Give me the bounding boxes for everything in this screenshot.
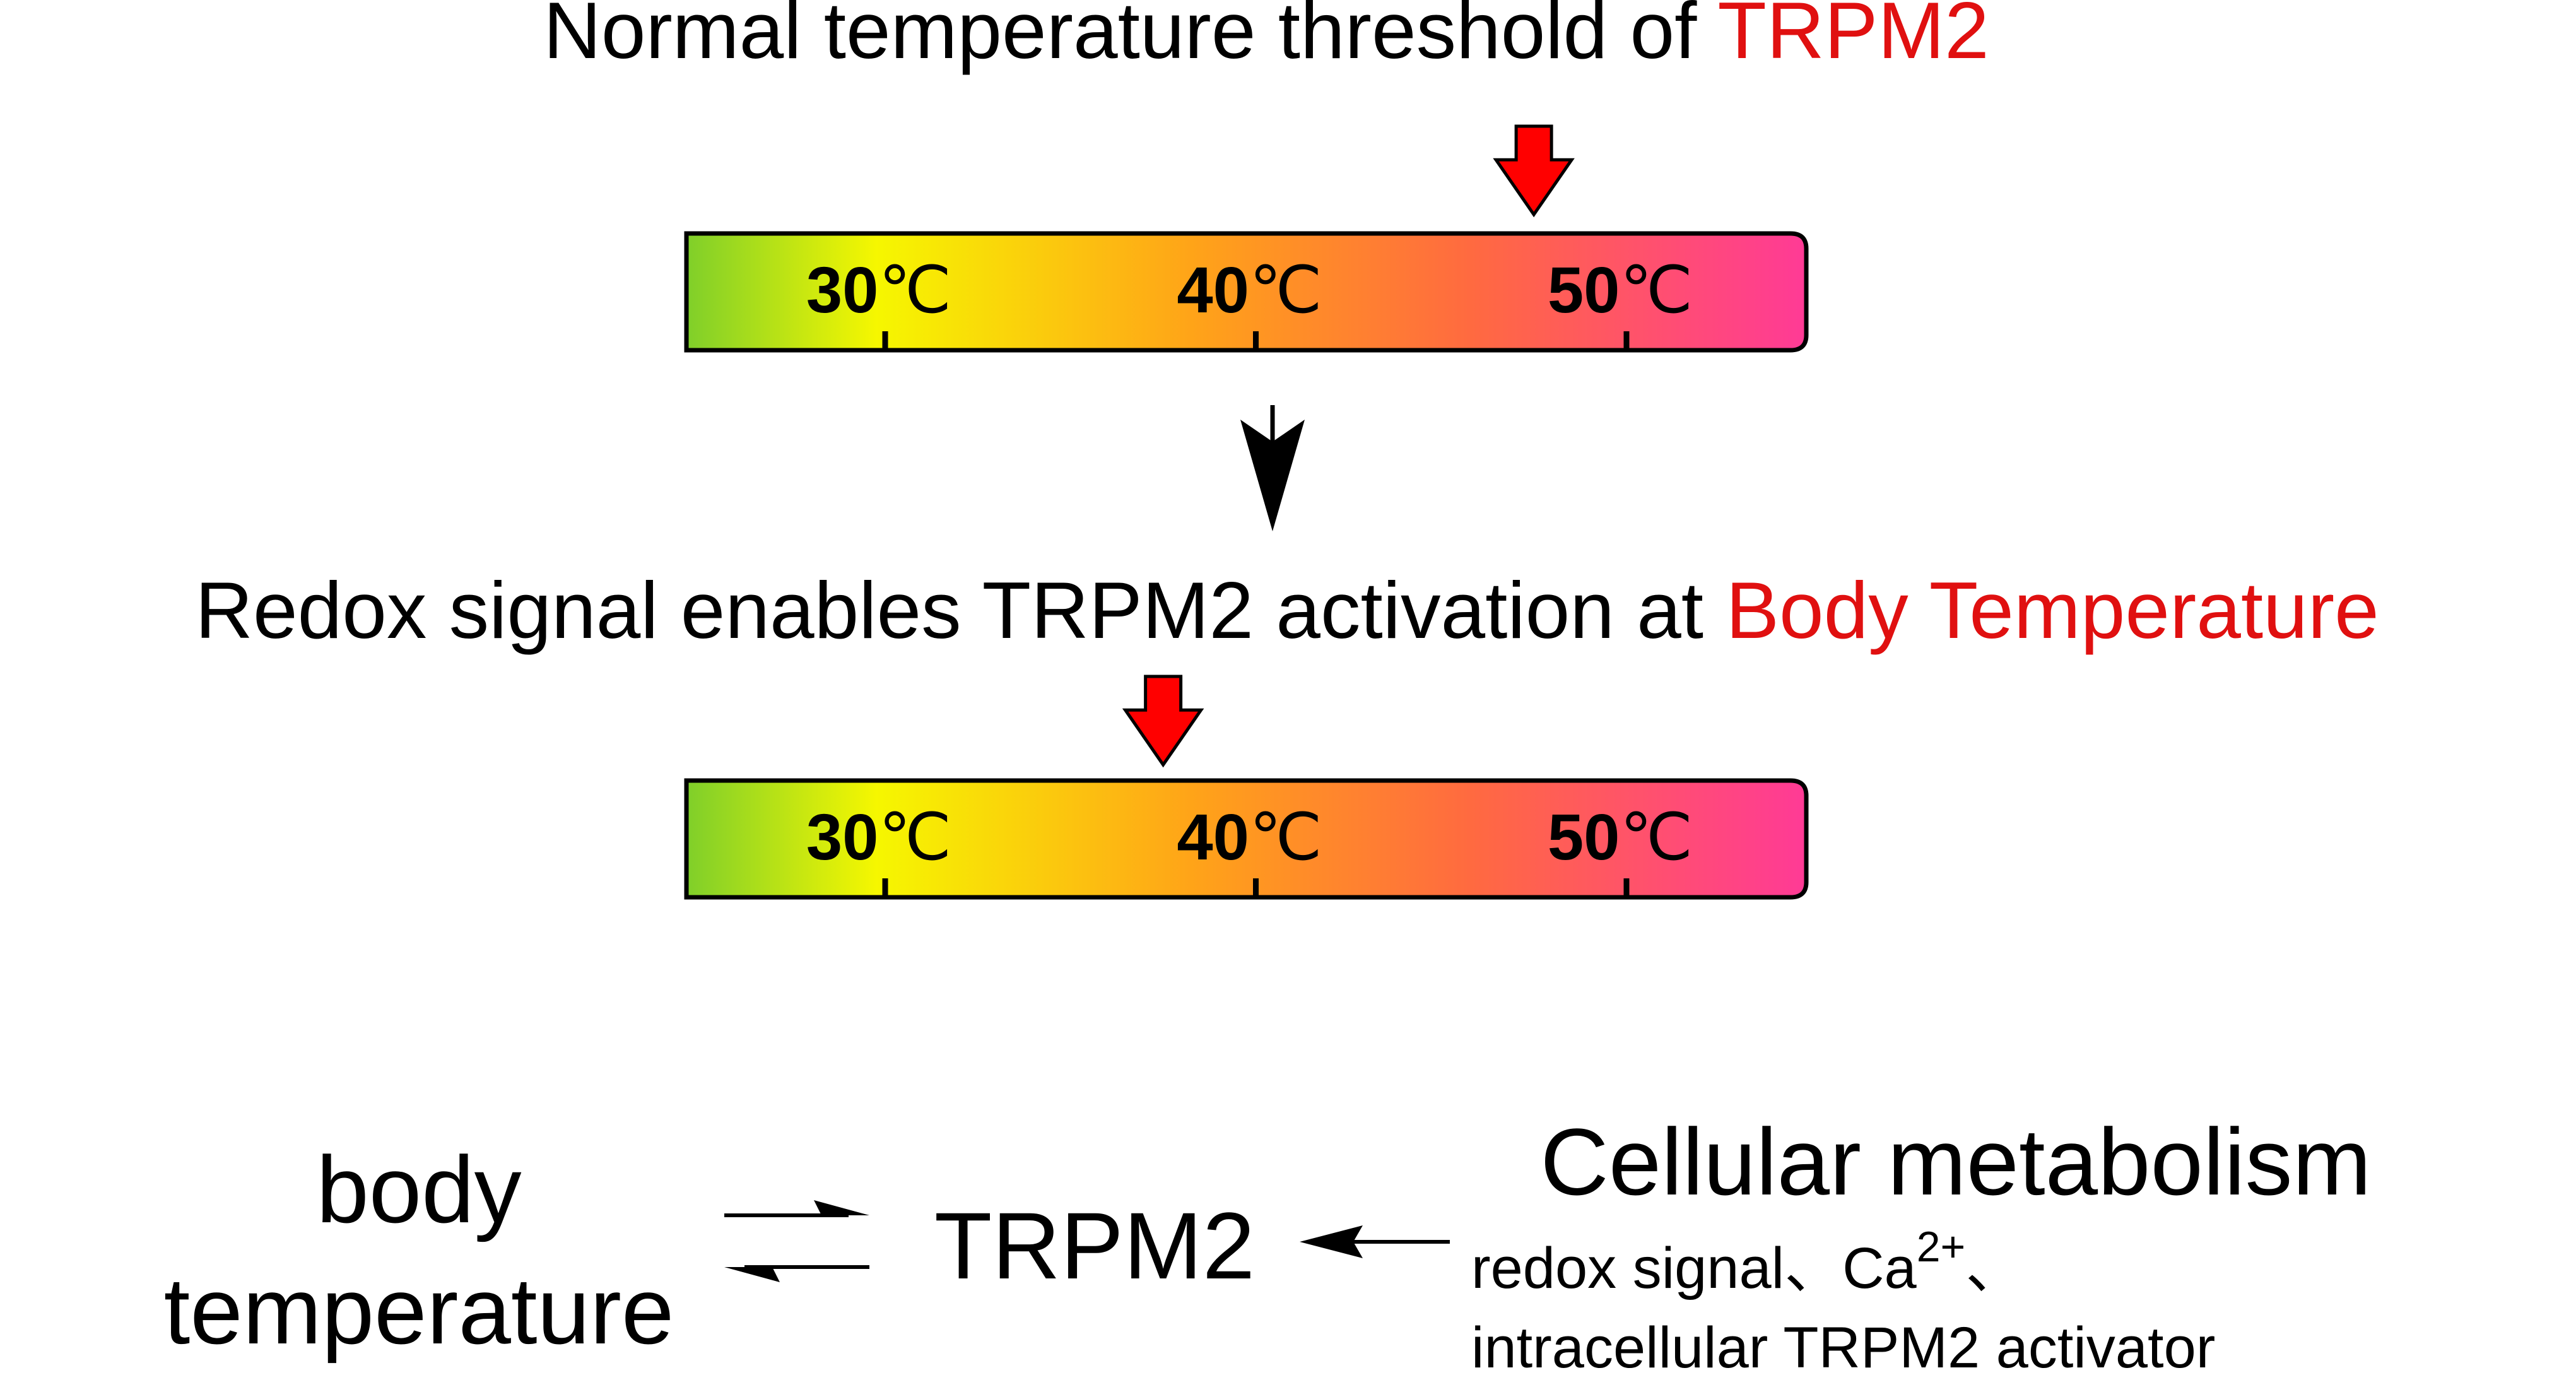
trpm2-label: TRPM2 xyxy=(934,1193,1255,1299)
scale-tick-label: 30℃ xyxy=(806,801,951,873)
body-temperature-title: Redox signal enables TRPM2 activation at… xyxy=(195,565,2379,655)
scale-tick-label: 40℃ xyxy=(1177,254,1322,326)
temperature-scale-top: 30℃ 40℃ 50℃ xyxy=(684,231,1809,353)
scale-tick-label: 50℃ xyxy=(1548,801,1693,873)
scale-tick-label: 40℃ xyxy=(1177,801,1322,873)
top-title: Normal temperature threshold of TRPM2 xyxy=(543,0,1989,75)
cellular-metabolism-title: Cellular metabolism xyxy=(1540,1109,2371,1215)
scale-tick-label: 30℃ xyxy=(806,254,951,326)
equilibrium-arrows-icon xyxy=(724,1200,869,1282)
marker-arrow-icon xyxy=(1493,124,1575,218)
marker-arrow-icon xyxy=(1122,675,1204,768)
metabolism-factors-line2: intracellular TRPM2 activator xyxy=(1471,1316,2215,1377)
scale-bar xyxy=(684,778,1809,900)
metabolism-factors-line1: redox signal、Ca2+、 xyxy=(1471,1223,2023,1300)
body-temperature-label-line2: temperature xyxy=(164,1258,674,1364)
left-arrow-icon xyxy=(1300,1225,1450,1258)
down-arrow-icon xyxy=(1240,405,1305,531)
scale-bar xyxy=(684,231,1809,353)
body-temperature-label: body xyxy=(316,1136,521,1242)
scale-tick-label: 50℃ xyxy=(1548,254,1693,326)
temperature-scale-bottom: 30℃ 40℃ 50℃ xyxy=(684,778,1809,900)
